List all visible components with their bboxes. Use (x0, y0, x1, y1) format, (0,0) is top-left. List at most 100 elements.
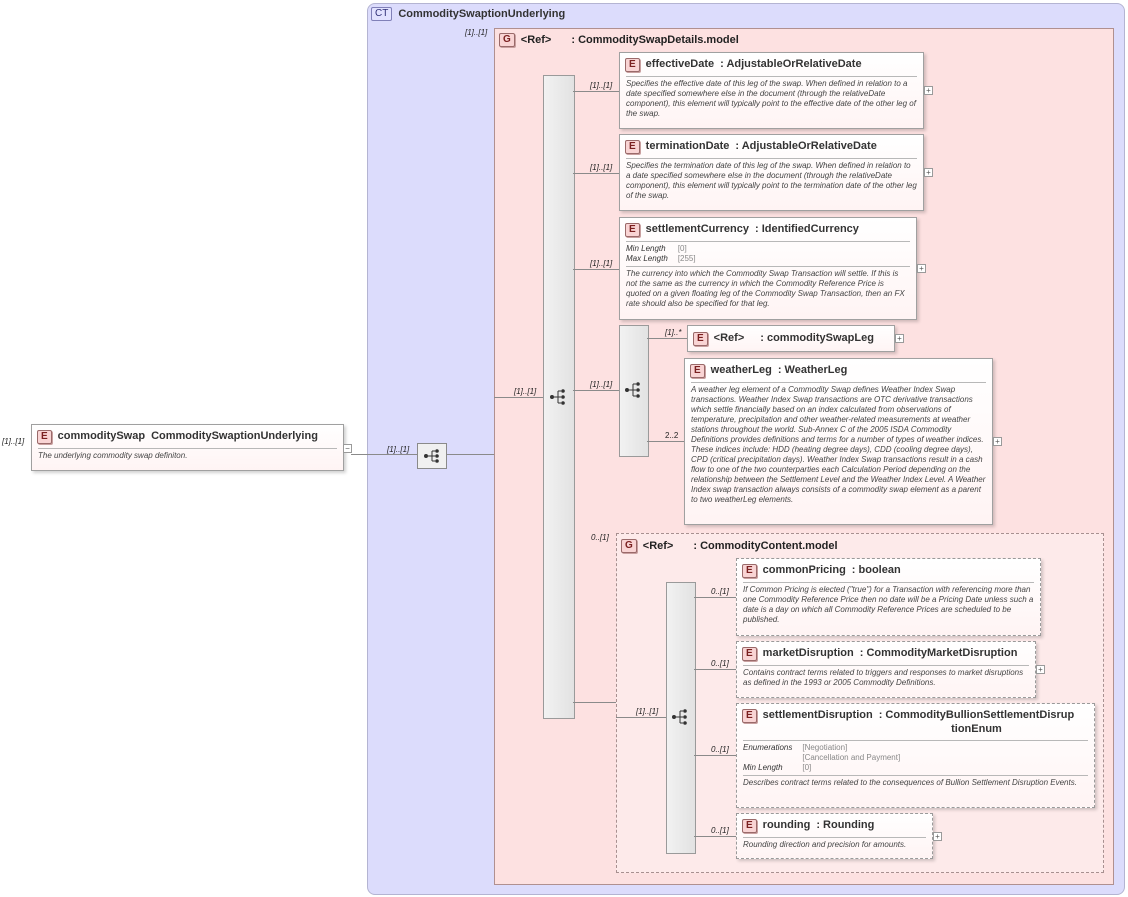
sequence-icon (417, 443, 447, 469)
element-cardinality: [1]..[1] (590, 81, 613, 90)
element-cardinality: 0..[1] (711, 587, 729, 596)
element-doc: Rounding direction and precision for amo… (743, 840, 907, 849)
element-type: CommoditySwaptionUnderlying (151, 430, 318, 442)
element-common-pricing[interactable]: E commonPricing : boolean If Common Pric… (736, 558, 1041, 636)
element-tag: E (742, 819, 757, 833)
root-element-commodity-swap[interactable]: E commoditySwap CommoditySwaptionUnderly… (31, 424, 344, 471)
element-type-line: : CommodityBullionSettlementDisrup (878, 709, 1075, 721)
element-name: weatherLeg (710, 364, 772, 376)
element-settlement-currency[interactable]: E settlementCurrency : IdentifiedCurrenc… (619, 217, 917, 320)
expand-icon[interactable]: + (924, 168, 933, 177)
element-type: : boolean (851, 564, 901, 576)
element-type-line: tionEnum (951, 723, 1002, 735)
expand-icon[interactable]: + (917, 264, 926, 273)
element-cardinality: 0..[1] (711, 826, 729, 835)
group-name: : CommoditySwapDetails.model (571, 34, 739, 46)
choice-bar (619, 325, 649, 457)
element-type: : IdentifiedCurrency (755, 223, 859, 235)
group-ref: <Ref> (520, 34, 552, 46)
element-type: : CommodityMarketDisruption (859, 647, 1018, 659)
element-tag: E (625, 140, 640, 154)
collapse-icon[interactable]: − (343, 444, 352, 453)
element-tag: E (742, 564, 757, 578)
element-cardinality: 0..[1] (711, 659, 729, 668)
facet-value: [Cancellation and Payment] (802, 753, 901, 762)
root-sequence-cardinality: [1]..[1] (387, 445, 410, 454)
element-doc: The currency into which the Commodity Sw… (626, 269, 905, 308)
facet-key: Min Length (743, 763, 783, 772)
element-type: : WeatherLeg (777, 364, 848, 376)
facet-key: Max Length (626, 254, 668, 263)
element-doc: Contains contract terms related to trigg… (743, 668, 1024, 687)
element-tag: E (742, 647, 757, 661)
facet-key: Enumerations (743, 743, 793, 752)
element-name: rounding (762, 819, 811, 831)
element-cardinality: 0..[1] (711, 745, 729, 754)
element-name: commoditySwap (57, 430, 146, 442)
element-cardinality: [1]..* (665, 328, 682, 337)
content-sequence-bar (666, 582, 696, 854)
element-doc: Specifies the effective date of this leg… (626, 79, 916, 118)
expand-icon[interactable]: + (933, 832, 942, 841)
facet-value: [255] (677, 254, 696, 263)
element-name: terminationDate (645, 140, 730, 152)
element-doc: The underlying commodity swap definiton. (38, 451, 188, 460)
expand-icon[interactable]: + (1036, 665, 1045, 674)
sequence-icon (671, 709, 689, 730)
element-tag: E (742, 709, 757, 723)
facet-value: [Negotiation] (802, 743, 848, 752)
element-name: : commoditySwapLeg (760, 332, 874, 344)
group-name: : CommodityContent.model (693, 540, 838, 552)
element-tag: E (625, 58, 640, 72)
element-settlement-disruption[interactable]: E settlementDisruption : CommodityBullio… (736, 703, 1095, 808)
element-termination-date[interactable]: E terminationDate : AdjustableOrRelative… (619, 134, 924, 211)
element-doc: Describes contract terms related to the … (743, 778, 1077, 787)
sequence-icon (624, 382, 642, 403)
element-type: : AdjustableOrRelativeDate (735, 140, 877, 152)
element-doc: Specifies the termination date of this l… (626, 161, 917, 200)
element-cardinality: [1]..[1] (590, 259, 613, 268)
facet-key (743, 753, 802, 763)
group-tag: G (499, 33, 515, 47)
facet-value: [0] (802, 763, 812, 772)
complex-type-tag: CT (371, 7, 393, 21)
element-type: : CommodityBullionSettlementDisrup tionEn… (879, 708, 1075, 736)
element-ref: <Ref> (713, 332, 745, 344)
facet-value: [0] (677, 244, 687, 253)
complex-type-header: CT CommoditySwaptionUnderlying (371, 7, 565, 21)
group-ref: <Ref> (642, 540, 674, 552)
element-tag: E (625, 223, 640, 237)
element-rounding[interactable]: E rounding : Rounding Rounding direction… (736, 813, 933, 859)
element-type: : AdjustableOrRelativeDate (720, 58, 862, 70)
element-doc: If Common Pricing is elected ("true") fo… (743, 585, 1034, 624)
expand-icon[interactable]: + (895, 334, 904, 343)
element-cardinality: 2..2 (665, 431, 679, 440)
facet-key: Min Length (626, 244, 666, 253)
element-effective-date[interactable]: E effectiveDate : AdjustableOrRelativeDa… (619, 52, 924, 129)
facets: Min Length [0] Max Length [255] (620, 242, 916, 266)
element-tag: E (690, 364, 705, 378)
element-name: settlementCurrency (645, 223, 749, 235)
element-name: commonPricing (762, 564, 846, 576)
choice-cardinality: [1]..[1] (590, 380, 613, 389)
element-name: effectiveDate (645, 58, 715, 70)
content-header: G <Ref> : CommodityContent.model (621, 539, 838, 553)
element-weather-leg[interactable]: E weatherLeg : WeatherLeg A weather leg … (684, 358, 993, 525)
element-name: marketDisruption (762, 647, 854, 659)
element-cardinality: [1]..[1] (590, 163, 613, 172)
facets: Enumerations [Negotiation] [Cancellation … (737, 741, 1094, 775)
expand-icon[interactable]: + (924, 86, 933, 95)
expand-icon[interactable]: + (993, 437, 1002, 446)
swap-details-header: G <Ref> : CommoditySwapDetails.model (499, 33, 739, 47)
element-type: : Rounding (816, 819, 875, 831)
element-tag: E (693, 332, 708, 346)
group-tag: G (621, 539, 637, 553)
swap-details-cardinality: [1]..[1] (465, 28, 488, 37)
root-cardinality: [1]..[1] (2, 437, 25, 446)
element-market-disruption[interactable]: E marketDisruption : CommodityMarketDisr… (736, 641, 1036, 698)
element-name: settlementDisruption (762, 709, 873, 721)
element-doc: A weather leg element of a Commodity Swa… (691, 385, 986, 504)
element-commodity-swap-leg[interactable]: E <Ref> : commoditySwapLeg (687, 325, 895, 352)
complex-type-name: CommoditySwaptionUnderlying (398, 8, 566, 20)
